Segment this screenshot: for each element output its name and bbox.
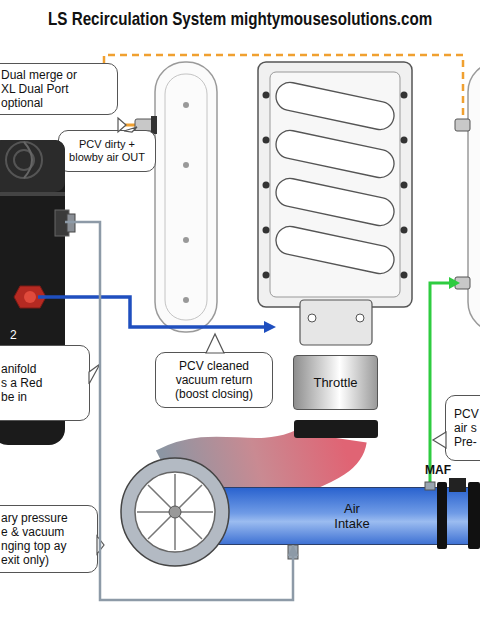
right-valve-cover-part <box>468 62 480 332</box>
callout-box: anifold s a Red be in <box>0 345 90 421</box>
maf-and-couplers-part <box>468 482 480 549</box>
right-valve-cover <box>455 62 480 332</box>
intake-manifold-part <box>263 227 270 234</box>
callout-box: Dual merge or XL Dual Port optional <box>0 63 118 115</box>
fresh-air-hose <box>430 277 460 487</box>
catch-can-details-part <box>55 210 69 236</box>
pressure-hose-connector <box>65 222 299 600</box>
callout-tails-part <box>118 118 126 132</box>
vacuum-return-hose <box>38 297 276 333</box>
intake-manifold-part <box>308 314 316 322</box>
intake-manifold-part <box>263 182 270 189</box>
callout-box: PCV cleaned vacuum return (boost closing… <box>155 352 273 408</box>
left-valve-cover-part <box>183 237 189 243</box>
maf-and-couplers-part <box>288 545 298 559</box>
callout-number: 2 <box>10 328 17 342</box>
fresh-air-hose-part <box>430 283 452 487</box>
catch-can-details-part <box>14 150 34 170</box>
callout-box: ary pressure e & vacuum nging top ay exi… <box>0 505 98 573</box>
callout-tails-part <box>433 432 446 448</box>
intake-manifold-part <box>273 224 396 276</box>
node-text: PCV cleaned vacuum return (boost closing… <box>162 359 266 401</box>
turbo-compressor-part <box>169 506 181 518</box>
vacuum-return-hose-part <box>38 297 266 327</box>
catch-can-details-part <box>24 142 32 178</box>
right-valve-cover-part <box>455 277 470 289</box>
turbo-compressor-part <box>174 474 176 550</box>
catch-can-details-part <box>14 286 46 308</box>
pcv-orange-line-part <box>118 124 136 127</box>
hose-line <box>65 222 293 600</box>
node-text: PCV air s Pre- <box>454 407 480 449</box>
callout-tails-part <box>124 127 137 132</box>
vacuum-return-hose-part <box>264 321 276 333</box>
intake-manifold-part <box>263 272 270 279</box>
left-valve-cover-part <box>165 74 207 320</box>
intake-manifold-part <box>356 314 364 322</box>
intake-manifold-part <box>300 300 372 345</box>
callout-tails-part <box>89 364 100 384</box>
catch-can-details-part <box>24 291 36 303</box>
arrow-head <box>288 545 299 556</box>
fresh-air-hose-part <box>449 277 460 289</box>
turbo-compressor <box>121 458 229 566</box>
air-intake-tube: Air Intake <box>195 487 480 545</box>
intake-manifold-part <box>273 80 396 132</box>
part-label: MAF <box>425 463 451 477</box>
callout-box: PCV air s Pre- <box>445 395 480 461</box>
throttle-body: Throttle <box>293 355 378 410</box>
intake-manifold-part <box>270 72 400 297</box>
left-valve-cover <box>135 62 217 332</box>
throttle-elbow <box>170 420 378 478</box>
catch-can-details <box>0 140 75 308</box>
callout-tails-part <box>206 334 224 353</box>
intake-manifold-part <box>273 128 396 180</box>
left-valve-cover-part <box>155 62 217 332</box>
turbo-compressor-part <box>148 485 202 539</box>
maf-and-couplers-part <box>449 478 466 492</box>
throttle-elbow-part <box>170 438 336 478</box>
maf-and-couplers-part <box>425 482 435 490</box>
node-text: PCV dirty + blowby air OUT <box>62 138 152 164</box>
intake-manifold-part <box>263 92 270 99</box>
node-text: anifold s a Red be in <box>1 362 45 404</box>
intake-manifold-part <box>273 176 396 228</box>
maf-and-couplers-part <box>437 482 447 549</box>
right-valve-cover-part <box>455 119 470 131</box>
intake-manifold-part <box>263 137 270 144</box>
intake-manifold-part <box>401 182 408 189</box>
node-text: ary pressure e & vacuum nging top ay exi… <box>1 511 73 567</box>
intake-manifold <box>258 62 412 345</box>
turbo-compressor-part <box>137 511 213 513</box>
catch-can-details-part <box>6 142 42 178</box>
left-valve-cover-part <box>183 297 189 303</box>
callout-box: PCV dirty + blowby air OUT <box>58 130 156 172</box>
node-text: Throttle <box>313 375 357 390</box>
catch-can-details-part <box>67 214 75 232</box>
left-valve-cover-part <box>183 162 189 168</box>
turbo-compressor-part <box>148 485 202 539</box>
intake-manifold-part <box>401 92 408 99</box>
node-text: Air Intake <box>329 501 375 531</box>
diagram-title: LS Recirculation System mightymousesolut… <box>48 8 432 30</box>
turbo-compressor-part <box>135 472 215 552</box>
callout-tails-part <box>97 536 104 554</box>
title-bar: LS Recirculation System mightymousesolut… <box>0 8 480 30</box>
intake-manifold-part <box>401 272 408 279</box>
callout-tails <box>89 118 446 554</box>
left-valve-cover-part <box>183 102 189 108</box>
throttle-elbow-part <box>294 420 378 438</box>
intake-manifold-part <box>401 137 408 144</box>
catch-can-details-part <box>0 140 65 192</box>
turbo-compressor-part <box>121 458 229 566</box>
catch-can-details-part <box>0 192 65 196</box>
node-text: Dual merge or XL Dual Port optional <box>1 68 89 110</box>
intake-manifold-part <box>401 227 408 234</box>
intake-manifold-part <box>258 62 412 307</box>
maf-and-couplers <box>288 478 480 559</box>
